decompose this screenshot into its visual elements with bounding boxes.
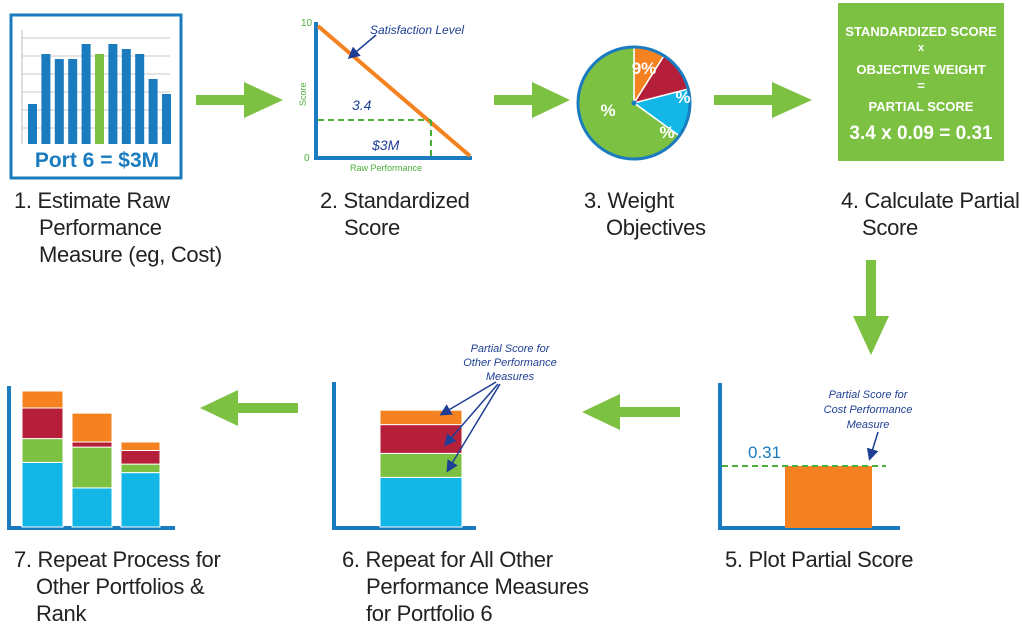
s7-axes [7,386,175,530]
slice-label-orange: 9% [632,59,657,78]
step1-bar-6 [95,54,104,144]
step1-bar-7 [108,44,118,144]
step2-caption-l2: Score [344,215,400,240]
s7-bar3-green [120,463,161,474]
step4-caption-l2: Score [862,215,918,240]
step1-bar-4 [68,59,78,144]
step1-bar-3 [54,59,64,144]
step4-caption-l1: 4. Calculate Partial [841,188,1020,213]
s7-bar3-cyan [120,472,161,528]
arrow-4-5 [853,260,889,355]
s5-annotation-arrow [866,431,879,461]
s5-annotation-1: Partial Score for [829,389,909,401]
s6-annotation-1: Partial Score for [471,343,551,355]
curve-label: Satisfaction Level [370,23,464,37]
x-axis-label: Raw Performance [350,163,422,173]
pie-outline [576,45,692,161]
step1-bar-8 [121,49,131,144]
s7-bar2-red [71,441,113,448]
step5-caption-l1: 5. Plot Partial Score [725,547,914,572]
s7-bar3-red [120,450,161,465]
s6-axes [332,382,476,530]
s6-arrow-1 [439,381,497,416]
y-top-tick: 10 [301,18,313,29]
score-value: 3.4 [352,97,372,113]
step1-caption: 1. Estimate Raw Performance Measure (eg,… [14,187,222,268]
step1-caption-l1: 1. Estimate Raw [14,188,170,213]
step4-caption: 4. Calculate Partial Score [841,187,1020,241]
step7-caption: 7. Repeat Process for Other Portfolios &… [14,546,221,627]
s5-annotation-3: Measure [847,419,890,431]
s7-bar1-red [21,407,64,440]
s7-bar3-orange [120,441,161,451]
step6-caption-l2: Performance Measures [366,574,589,599]
satisfaction-line [316,24,472,158]
step6-caption-l3: for Portfolio 6 [366,601,493,626]
s5-annotation-2: Cost Performance [824,404,913,416]
formula-line-3: OBJECTIVE WEIGHT [856,62,986,77]
step6-caption: 6. Repeat for All Other Performance Meas… [342,546,589,627]
slice-label-green: % [600,101,615,120]
step1-caption-l2: Performance [39,215,162,240]
arrow-1-2 [196,82,283,118]
formula-result: 3.4 x 0.09 = 0.31 [849,123,993,144]
step1-caption-l3: Measure (eg, Cost) [39,242,222,267]
step7-caption-l2: Other Portfolios & [36,574,205,599]
raw-value: $3M [371,137,400,153]
step3-caption-l1: 3. Weight [584,188,674,213]
slice-label-red: % [675,88,690,107]
arrow-2-3 [494,82,570,118]
step3-caption-l2: Objectives [606,215,706,240]
s6-stacked-bar [379,409,463,528]
step1-bar-5 [81,44,91,144]
step1-bar-chart [28,44,171,144]
flow-arrows [196,82,889,430]
step1-bar-1 [28,104,37,144]
step1-bar-10 [148,79,158,144]
step1-bar-2 [41,54,51,144]
step6-caption-l1: 6. Repeat for All Other [342,547,553,572]
s6-arrow-3 [446,383,501,473]
partial-score-bar [785,466,872,528]
s6-segment-green [379,452,463,478]
step7-caption-l3: Rank [36,601,87,626]
step1-bar-11 [162,94,171,144]
step2-caption-l1: 2. Standardized [320,188,470,213]
s6-segment-cyan [379,476,463,528]
partial-score-value: 0.31 [748,443,781,462]
s6-annotation-2: Other Performance [463,357,557,369]
s6-arrow-2 [444,383,499,447]
weights-pie [576,45,692,161]
step3-caption: 3. Weight Objectives [584,187,706,241]
s6-annotation-3: Measures [486,371,535,383]
s7-bar1-green [21,438,64,463]
formula-line-4: = [917,78,925,93]
partial-score-formula: STANDARDIZED SCORE x OBJECTIVE WEIGHT = … [838,3,1004,161]
step1-bar-9 [135,54,145,144]
formula-line-2: x [917,42,925,54]
y-axis-label: Score [298,82,308,106]
s7-stacked-bars [21,390,161,528]
s7-bar2-cyan [71,487,113,528]
s7-bar1-cyan [21,461,64,528]
step5-caption: 5. Plot Partial Score [725,546,913,573]
arrow-3-4 [714,82,812,118]
arrow-6-7 [200,390,298,426]
port-label: Port 6 = $3M [35,149,159,172]
s7-bar2-green [71,446,113,489]
step2-caption: 2. Standardized Score [320,187,470,241]
pie-center [631,100,637,106]
curve-label-arrow [347,34,377,59]
formula-line-1: STANDARDIZED SCORE [845,24,997,39]
arrow-5-6 [582,394,680,430]
step7-caption-l1: 7. Repeat Process for [14,547,221,572]
s7-bar2-orange [71,412,113,443]
s7-bar1-orange [21,390,64,409]
y-bottom-tick: 0 [304,153,310,164]
s6-segment-orange [379,409,463,426]
formula-line-5: PARTIAL SCORE [868,99,974,114]
slice-label-blue: % [659,123,674,142]
step1-label-bg [24,145,172,171]
